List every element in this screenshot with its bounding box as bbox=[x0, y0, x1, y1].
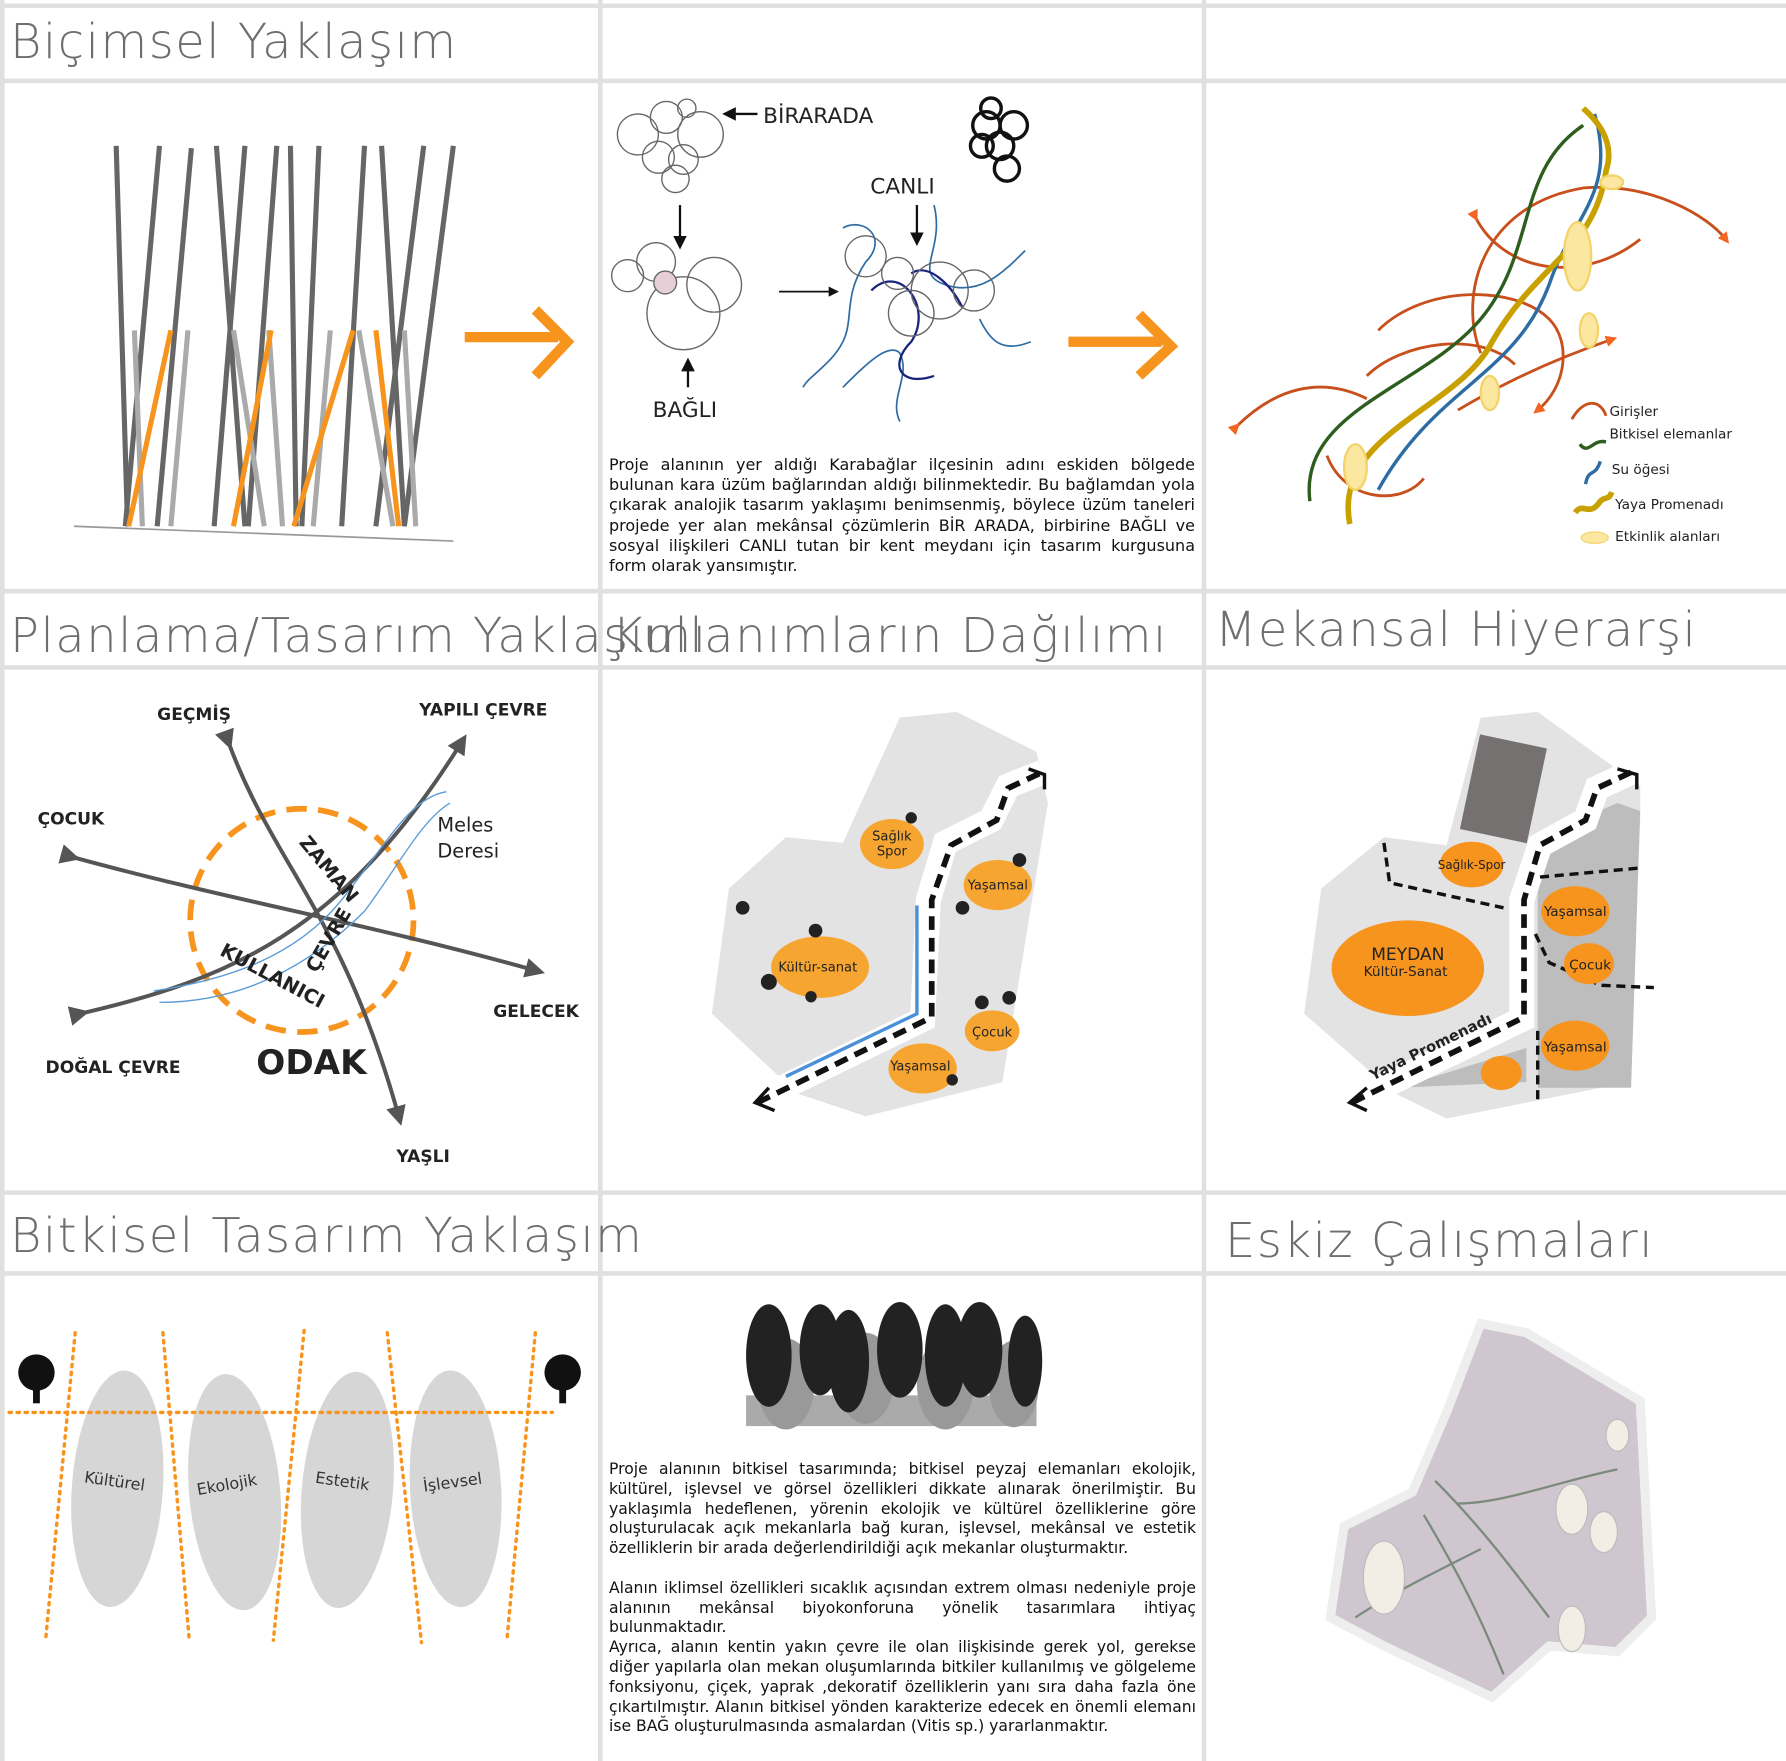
diagram-label: Su öğesi bbox=[1612, 462, 1670, 478]
diagram-label: MEYDAN bbox=[1371, 945, 1444, 965]
uses-map bbox=[711, 711, 1048, 1117]
diagram-label: Meles bbox=[437, 814, 493, 837]
crowd-icon bbox=[760, 973, 777, 990]
planting-approach-diagram: Kültürel Ekolojik Estetik İşlevsel bbox=[7, 1328, 581, 1645]
section-title-planlama: Planlama/Tasarım Yaklaşımı bbox=[10, 608, 708, 664]
label-bagli: BAĞLI bbox=[653, 397, 717, 423]
orange-arrow-icon bbox=[1068, 310, 1179, 380]
diagram-label: Spor bbox=[877, 844, 908, 859]
diagram-label: Çocuk bbox=[972, 1026, 1013, 1041]
tree-icon bbox=[18, 1354, 55, 1404]
section-title-bicimsel: Biçimsel Yaklaşım bbox=[10, 14, 458, 70]
section-title-eskiz: Eskiz Çalışmaları bbox=[1225, 1213, 1655, 1269]
bicimsel-paragraph: Proje alanının yer aldığı Karabağlar ilç… bbox=[609, 455, 1195, 576]
diagram-label: Yaşamsal bbox=[1543, 904, 1607, 920]
legend-promenade-icon bbox=[1572, 490, 1615, 515]
legend-water-icon bbox=[1583, 460, 1602, 485]
grape-analogy-diagram bbox=[610, 96, 1032, 422]
legend-activity-icon bbox=[1580, 531, 1609, 544]
form-lines-diagram bbox=[74, 145, 456, 542]
diagram-label: Bitkisel elemanlar bbox=[1609, 427, 1732, 443]
orange-arrow-icon bbox=[464, 306, 575, 380]
cyclist-icon bbox=[735, 901, 750, 915]
section-title-bitkisel: Bitkisel Tasarım Yaklaşım bbox=[10, 1208, 644, 1264]
diagram-label: Girişler bbox=[1609, 404, 1658, 420]
focus-diagram bbox=[58, 727, 545, 1126]
reader-icon bbox=[805, 990, 817, 1003]
concept-curves-diagram bbox=[1227, 106, 1730, 525]
legend: Girişler Bitkisel elemanlar Su öğesi Yay… bbox=[1570, 401, 1732, 545]
diagram-label: Deresi bbox=[437, 840, 499, 863]
legend-entries-icon bbox=[1570, 401, 1608, 420]
diagram-label: GEÇMİŞ bbox=[157, 703, 231, 725]
sketch-image bbox=[1325, 1318, 1657, 1703]
diagram-label: Sağlık bbox=[872, 830, 912, 845]
diagram-label: Kültür-sanat bbox=[778, 961, 857, 976]
diagram-label: ÇOCUK bbox=[38, 810, 105, 830]
diagram-label: ODAK bbox=[256, 1043, 368, 1083]
section-title-kullanimlar: Kullanımların Dağılımı bbox=[612, 608, 1168, 664]
diners-icon bbox=[946, 1074, 958, 1086]
children-icon bbox=[975, 995, 989, 1010]
skater-icon bbox=[1002, 990, 1017, 1005]
label-birarada: BİRARADA bbox=[763, 103, 873, 129]
tree-icon bbox=[544, 1354, 581, 1404]
diagram-label: ZAMAN bbox=[295, 831, 364, 907]
diagram-label: Yaşamsal bbox=[889, 1060, 950, 1075]
bitkisel-paragraph: Proje alanının bitkisel tasarımında; bit… bbox=[609, 1460, 1196, 1736]
meeting-icon bbox=[808, 923, 823, 938]
building bbox=[1459, 734, 1547, 844]
diagram-label: Etkinlik alanları bbox=[1615, 529, 1720, 545]
elderly-icon bbox=[1012, 853, 1027, 867]
section-title-hiyerarsi: Mekansal Hiyerarşi bbox=[1215, 602, 1698, 658]
athletes-icon bbox=[905, 812, 917, 824]
label-canli: CANLI bbox=[870, 175, 935, 200]
diagram-label: Kültür-Sanat bbox=[1364, 964, 1448, 980]
legend-vegetation-icon bbox=[1578, 439, 1607, 450]
hierarchy-map bbox=[1304, 711, 1654, 1119]
diagram-label: Yaşamsal bbox=[1543, 1039, 1607, 1055]
tree-silhouettes-illustration bbox=[746, 1301, 1043, 1430]
cafe-icon bbox=[955, 901, 970, 915]
diagram-label: Çocuk bbox=[1569, 957, 1611, 973]
diagram-label: YAŞLI bbox=[395, 1147, 450, 1167]
diagram-label: GELECEK bbox=[493, 1002, 579, 1022]
diagram-label: Sağlık-Spor bbox=[1438, 858, 1506, 872]
uses-map-labels: Sağlık Spor Yaşamsal Kültür-sanat Çocuk … bbox=[778, 830, 1027, 1075]
diagram-label: DOĞAL ÇEVRE bbox=[46, 1056, 181, 1078]
diagram-label: Yaşamsal bbox=[967, 879, 1028, 894]
focus-diagram-labels: GEÇMİŞ YAPILI ÇEVRE ÇOCUK Meles Deresi Z… bbox=[38, 700, 580, 1167]
diagram-label: YAPILI ÇEVRE bbox=[418, 700, 547, 720]
diagram-label: Yaya Promenadı bbox=[1614, 497, 1723, 513]
